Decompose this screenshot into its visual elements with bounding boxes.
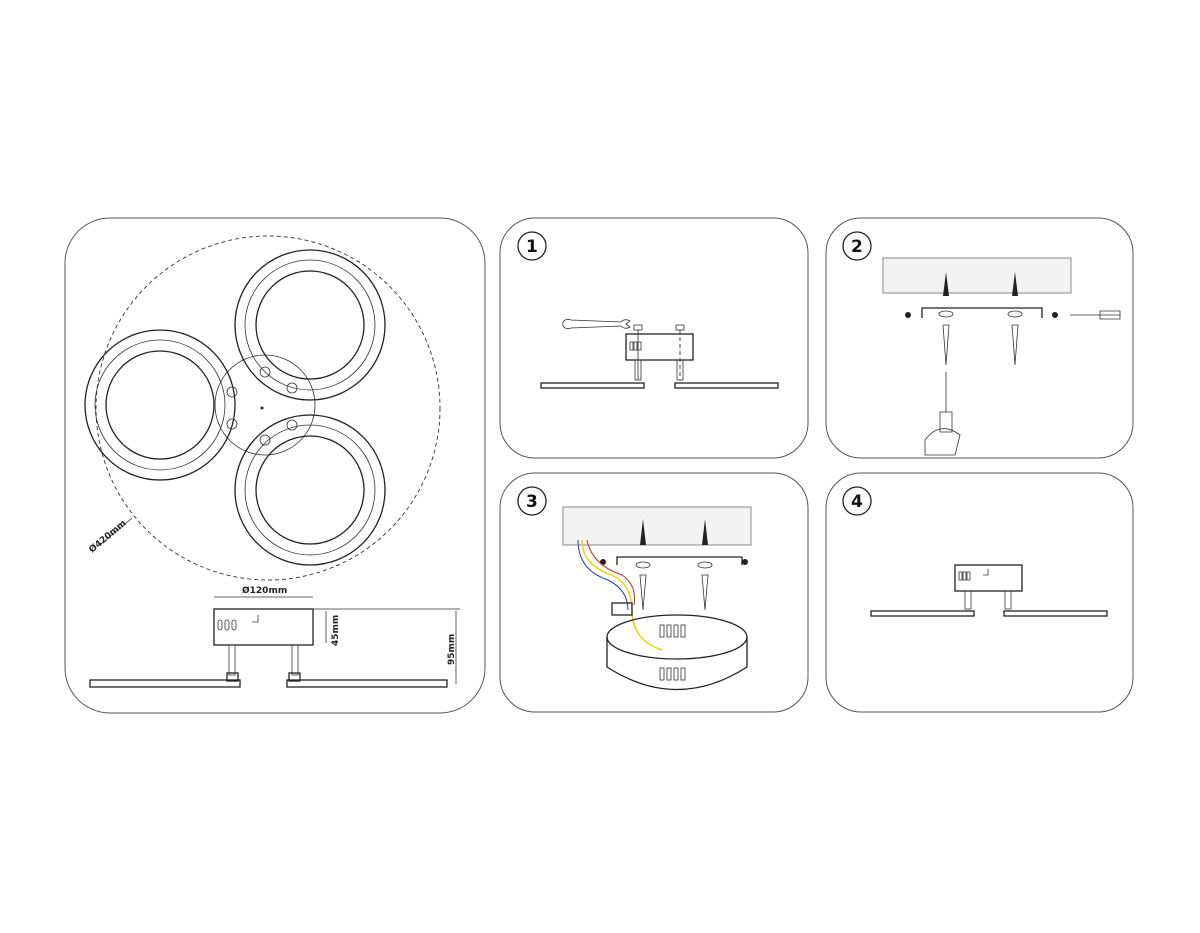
screwdriver-icon (1070, 310, 1121, 320)
center-base-circle (214, 354, 316, 456)
ring-top-right (234, 249, 386, 401)
ceiling (882, 257, 1072, 294)
terminal-block (611, 602, 633, 616)
step-number: 4 (851, 492, 863, 512)
step-number: 2 (851, 237, 863, 257)
step-badge (842, 231, 872, 261)
step-3-panel: 3 (499, 472, 809, 713)
total-height-label: 95mm (447, 634, 457, 665)
step-number: 1 (526, 237, 538, 257)
wrench-icon (562, 318, 631, 330)
wire-blue (577, 539, 629, 611)
screw (942, 324, 950, 366)
ring-left (84, 329, 236, 481)
wire-yellow (581, 539, 663, 651)
outer-diameter-label: Ø420mm (87, 518, 129, 555)
ring-bottom-right (234, 414, 386, 566)
step-2-panel: 2 (825, 217, 1134, 459)
side-view: Ø120mm 45mm 95mm (89, 585, 460, 688)
step-4-panel: 4 (825, 472, 1134, 713)
wall-plug (943, 272, 949, 296)
screw (1011, 324, 1019, 366)
step-badge (517, 486, 547, 516)
step-badge (842, 486, 872, 516)
overview-panel: Ø420mm Ø120mm 45mm 95mm (64, 217, 486, 714)
base-height-label: 45mm (331, 615, 341, 646)
step-1-panel: 1 (499, 217, 809, 459)
wall-plug (1012, 272, 1018, 296)
base-diameter-label: Ø120mm (242, 585, 287, 596)
hand-screwdriver-icon (924, 372, 961, 456)
ceiling (562, 506, 752, 546)
step-badge (517, 231, 547, 261)
step-number: 3 (526, 492, 538, 512)
wire-red (586, 539, 635, 606)
outer-diameter-circle (95, 235, 441, 581)
